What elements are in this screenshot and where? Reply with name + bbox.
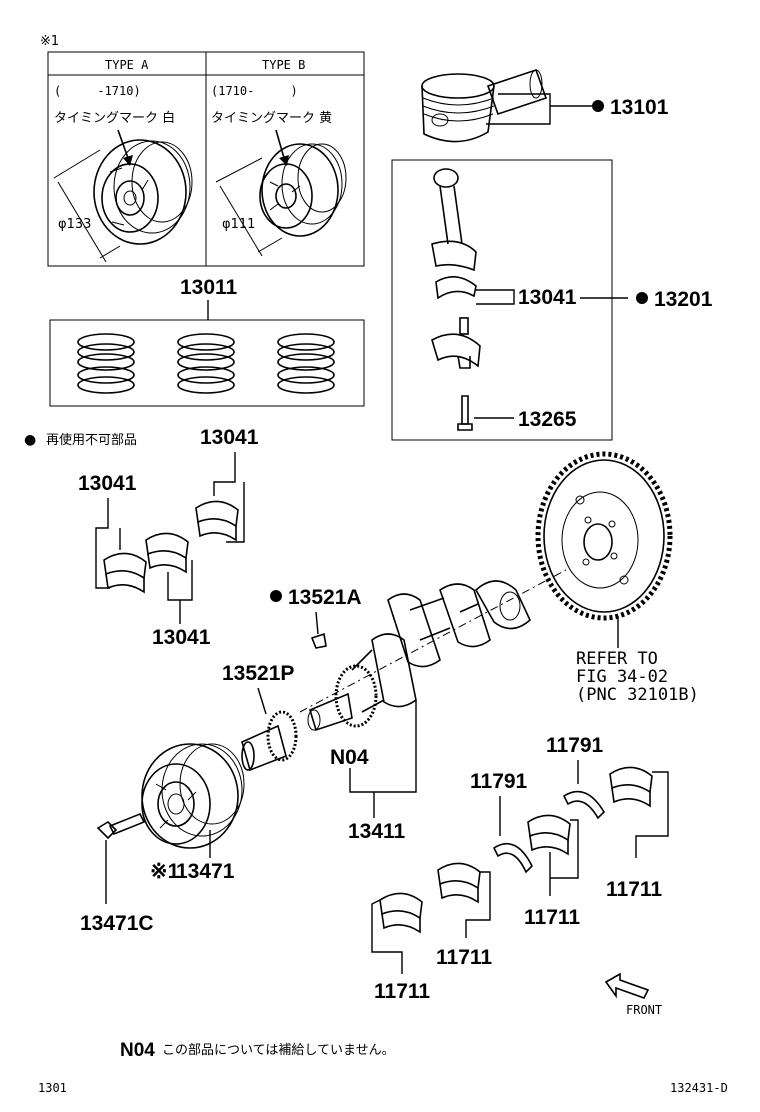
front-direction-indicator: FRONT xyxy=(604,972,662,1017)
type-a-timing-mark-label: タイミングマーク 白 xyxy=(54,110,175,126)
type-b-header: TYPE B xyxy=(262,58,305,72)
crankshaft-key: 13521A xyxy=(270,586,362,649)
part-number-13041-top: 13041 xyxy=(200,426,259,449)
piston-ring-set: 13011 xyxy=(49,276,365,407)
part-number-13265: 13265 xyxy=(518,408,577,431)
type-a-header: TYPE A xyxy=(105,58,149,72)
crank-pulley-bolt: 13471C xyxy=(80,812,154,935)
type-b-timing-mark-label: タイミングマーク 黄 xyxy=(211,111,332,126)
thrust-washers: 11791 11791 xyxy=(470,734,606,874)
part-number-13471c: 13471C xyxy=(80,912,154,935)
crank-bearings-13041: 13041 13041 13041 xyxy=(78,426,259,649)
part-number-11711-mid-left: 11711 xyxy=(436,946,492,969)
legend-text: 再使用不可部品 xyxy=(46,432,137,448)
crank-timing-gear: 13521P xyxy=(222,662,298,772)
legend-bullet: ● xyxy=(24,432,36,448)
legend-non-reusable: ● 再使用不可部品 xyxy=(24,432,137,448)
part-number-13521a: 13521A xyxy=(288,586,362,609)
flywheel-drive-plate: REFER TO FIG 34-02 (PNC 32101B) xyxy=(535,451,699,705)
pulley-type-table: ※1 TYPE A TYPE B ( -1710) (1710- ) タイミング… xyxy=(40,34,365,267)
part-number-13411: 13411 xyxy=(348,820,406,843)
part-number-13101: 13101 xyxy=(610,96,669,119)
part-number-13471: 13471 xyxy=(176,860,235,883)
front-label: FRONT xyxy=(626,1003,662,1017)
type-a-range: ( -1710) xyxy=(54,84,141,98)
reference-mark: ※1 xyxy=(40,34,59,49)
piston-and-pin: 13101 xyxy=(421,68,669,143)
part-number-11711-mid-right: 11711 xyxy=(524,906,580,929)
figure-id: 132431-D xyxy=(670,1081,728,1095)
part-number-13041-left: 13041 xyxy=(78,472,137,495)
type-a-pulley-drawing xyxy=(93,129,193,245)
crankshaft: N04 13411 xyxy=(299,569,567,843)
refer-to-line1: REFER TO xyxy=(576,649,658,669)
part-number-13201: 13201 xyxy=(654,288,713,311)
part-number-13041-bottom: 13041 xyxy=(152,626,211,649)
part-number-11711-left: 11711 xyxy=(374,980,430,1003)
connecting-rod-assembly: 13041 13201 13265 xyxy=(391,159,713,441)
front-arrow-icon xyxy=(604,972,650,999)
main-bearings: 11711 11711 11711 11711 xyxy=(371,766,669,1003)
footnote: N04 この部品については補給していません。 xyxy=(120,1040,395,1061)
note-code: N04 xyxy=(120,1040,155,1061)
part-number-n04: N04 xyxy=(330,746,369,769)
part-number-11711-right: 11711 xyxy=(606,878,662,901)
part-number-11791-left: 11791 xyxy=(470,770,528,793)
refer-to-line3: (PNC 32101B) xyxy=(576,685,699,705)
type-b-diameter: φ111 xyxy=(222,217,255,232)
crank-pulley: ※1 13471 xyxy=(141,743,245,883)
type-b-diameter-dimension: φ111 xyxy=(215,157,283,257)
page-number: 1301 xyxy=(38,1081,67,1095)
part-number-13011: 13011 xyxy=(180,276,238,299)
type-a-diameter: φ133 xyxy=(58,217,91,232)
part-number-13041-rod-bearing: 13041 xyxy=(518,286,577,309)
type-b-range: (1710- ) xyxy=(211,84,298,98)
type-b-pulley-drawing xyxy=(259,129,347,237)
refer-to-line2: FIG 34-02 xyxy=(576,667,668,687)
note-text: この部品については補給していません。 xyxy=(162,1043,395,1058)
type-a-diameter-dimension: φ133 xyxy=(53,149,121,263)
part-number-13471-prefix: ※1 xyxy=(150,860,180,883)
part-number-11791-right: 11791 xyxy=(546,734,604,757)
part-number-13521p: 13521P xyxy=(222,662,294,685)
